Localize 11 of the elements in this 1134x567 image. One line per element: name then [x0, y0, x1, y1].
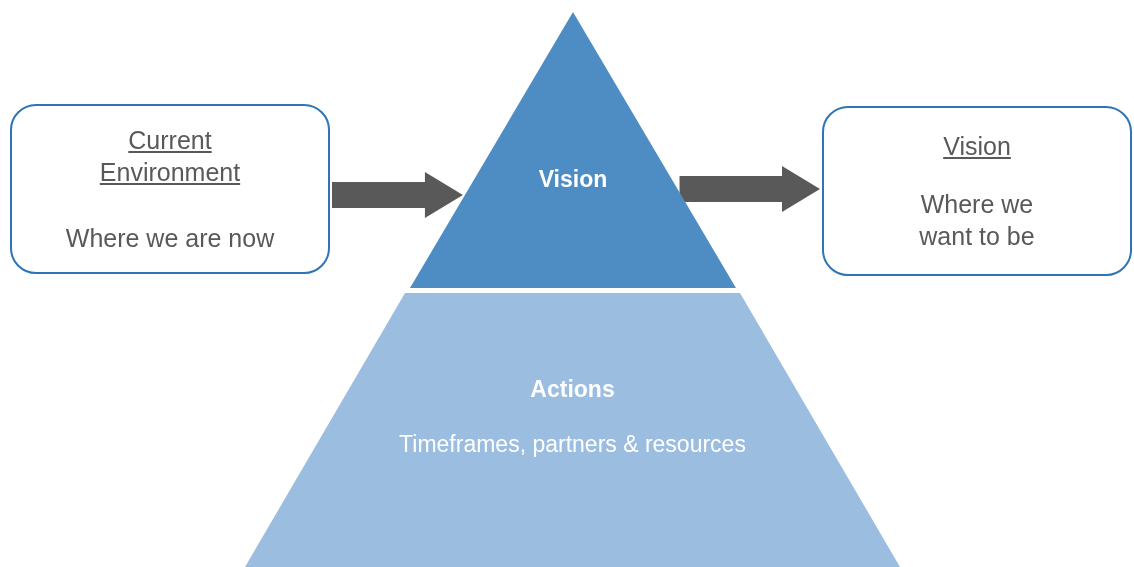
block-arrow — [679, 166, 820, 212]
box-text: Where we are now — [65, 223, 275, 254]
box-heading: Current Environment — [98, 125, 242, 188]
pyramid-text: Timeframes, partners & resources — [398, 430, 747, 459]
box-text: Where we want to be — [918, 189, 1036, 252]
pyramid-label: Actions — [529, 375, 616, 404]
pyramid-label: Vision — [537, 165, 609, 194]
rounded-box — [10, 104, 330, 274]
block-arrow — [332, 172, 463, 218]
box-heading: Vision — [943, 131, 1011, 162]
rounded-box — [822, 106, 1132, 276]
